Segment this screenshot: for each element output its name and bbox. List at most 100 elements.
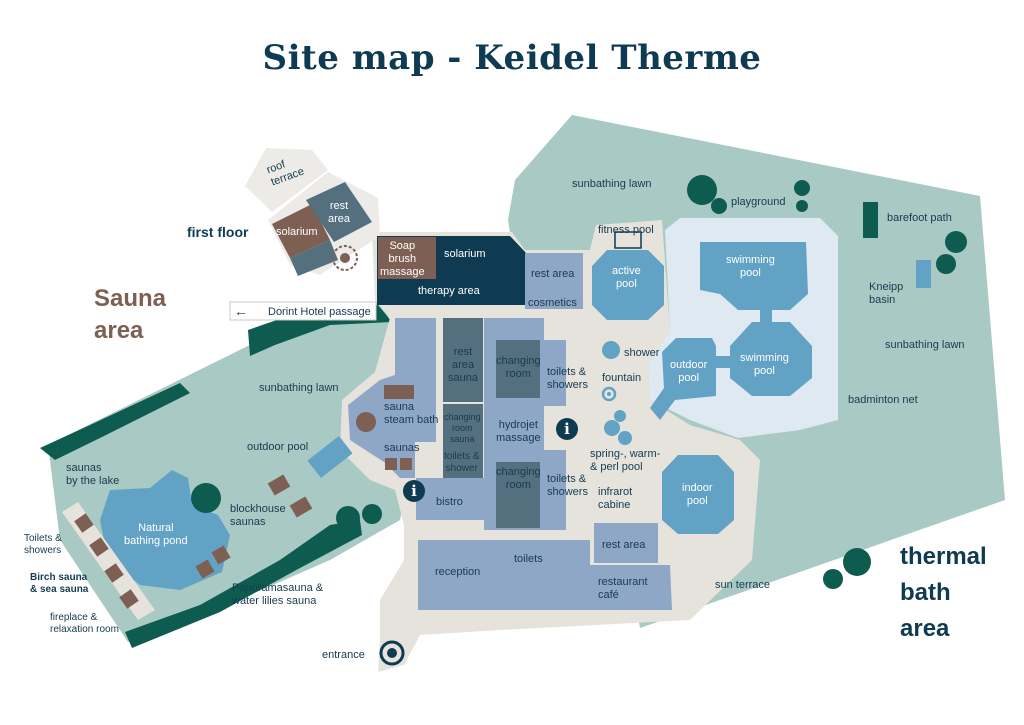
- thermal-heading-1: thermal: [900, 543, 987, 570]
- label-barefoot-path: barefoot path: [887, 212, 952, 224]
- label-dorint-passage: Dorint Hotel passage: [268, 306, 371, 318]
- pool-connector: [760, 308, 772, 324]
- outdoor-pool-thermal-shape: [650, 338, 716, 420]
- label-sunbathing-lawn-left: sunbathing lawn: [259, 382, 339, 394]
- rest-area-top-shape: [525, 253, 583, 296]
- swimming-pool-a-shape: [700, 242, 808, 310]
- label-toilets-showers-1: toilets &showers: [547, 366, 588, 391]
- info-icon[interactable]: i: [556, 418, 578, 440]
- first-floor-link: [290, 240, 338, 276]
- label-birch-sauna: Birch sauna& sea sauna: [30, 572, 89, 595]
- dorint-passage-shape: [229, 301, 377, 321]
- lake-sauna-strip: [62, 502, 155, 620]
- label-fireplace: fireplace &relaxation room: [50, 612, 119, 635]
- label-toilets-shower-sauna: toilets &shower: [444, 451, 480, 474]
- outdoor-pool-sauna-shape: [307, 436, 353, 478]
- lake-sauna-3: [104, 563, 124, 583]
- shower-icon: [602, 341, 620, 359]
- label-solarium: solarium: [444, 248, 486, 260]
- label-therapy-area: therapy area: [418, 285, 480, 297]
- changing-room-1-shape: [496, 340, 540, 398]
- label-bistro: bistro: [436, 496, 463, 508]
- tree: [823, 569, 843, 589]
- lake-sauna-2: [89, 537, 109, 557]
- label-fountain: fountain: [602, 372, 642, 384]
- tree: [936, 254, 956, 274]
- spring-pool-3: [618, 431, 632, 445]
- lake-sauna-1: [74, 513, 94, 533]
- label-shower: shower: [624, 347, 660, 359]
- first-floor-heading: first floor: [187, 224, 249, 240]
- label-panorama: Panoramasauna &water lilies sauna: [232, 582, 324, 607]
- roof-terrace-shape: [245, 148, 328, 212]
- label-toilets-showers-sauna: Toilets &showers: [24, 533, 62, 556]
- label-solarium-first: solarium: [276, 226, 318, 238]
- label-badminton-net: badminton net: [848, 394, 918, 406]
- tree-line-left: [40, 383, 190, 460]
- panorama-sauna-2: [211, 545, 231, 565]
- tree: [362, 504, 382, 524]
- tree: [796, 200, 808, 212]
- tree: [794, 180, 810, 196]
- steam-bath: [356, 412, 376, 432]
- reception-shape: [418, 540, 672, 610]
- sauna-room: [384, 385, 414, 399]
- swimming-pool-b-shape: [730, 322, 812, 396]
- entrance-icon: [379, 640, 405, 666]
- label-rest-area-top: rest area: [531, 268, 575, 280]
- arrow-left-icon: ←: [234, 303, 248, 319]
- tree-line-bottom: [125, 520, 362, 648]
- fitness-pool-shape: [614, 231, 642, 249]
- label-entrance: entrance: [322, 649, 365, 661]
- label-cosmetics: cosmetics: [528, 297, 577, 309]
- barefoot-path-shape: [863, 202, 878, 238]
- kneipp-basin-shape: [916, 260, 931, 288]
- sauna-small-1: [385, 458, 397, 470]
- natural-pond-shape: [100, 470, 230, 590]
- spring-pool-1: [614, 410, 626, 422]
- tree: [711, 198, 727, 214]
- page-title: Site map - Keidel Therme: [262, 38, 762, 78]
- toilets-showers-1-shape: [544, 340, 566, 406]
- spring-pool-2: [604, 420, 620, 436]
- label-toilets: toilets: [514, 553, 543, 565]
- stair-icon: [332, 245, 358, 271]
- sauna-area-heading-2: area: [94, 317, 144, 344]
- tree: [336, 506, 360, 530]
- blockhouse-2: [289, 496, 313, 518]
- label-outdoor-pool-sauna: outdoor pool: [247, 441, 309, 453]
- solarium-first-shape: [272, 204, 330, 258]
- rest-area-bottom-shape: [594, 523, 658, 563]
- indoor-pool-shape: [662, 455, 734, 534]
- info-icon[interactable]: i: [403, 480, 425, 502]
- label-rest-area-bottom: rest area: [602, 539, 646, 551]
- tree: [191, 483, 221, 513]
- tree: [843, 548, 871, 576]
- tree: [945, 231, 967, 253]
- soap-brush-shape: [378, 237, 436, 279]
- sauna-area-heading-1: Sauna: [94, 285, 167, 312]
- label-sunbathing-lawn-top: sunbathing lawn: [572, 178, 652, 190]
- thermal-heading-2: bath: [900, 579, 951, 606]
- rest-area-first-shape: [306, 182, 372, 242]
- active-pool-shape: [592, 250, 664, 320]
- label-fitness-pool: fitness pool: [598, 224, 654, 236]
- toilets-sauna-shape: [443, 448, 483, 478]
- sauna-small-2: [400, 458, 412, 470]
- label-sunbathing-lawn-right: sunbathing lawn: [885, 339, 965, 351]
- bistro-shape: [416, 478, 484, 520]
- fountain-icon: [601, 386, 617, 402]
- label-reception: reception: [435, 566, 481, 578]
